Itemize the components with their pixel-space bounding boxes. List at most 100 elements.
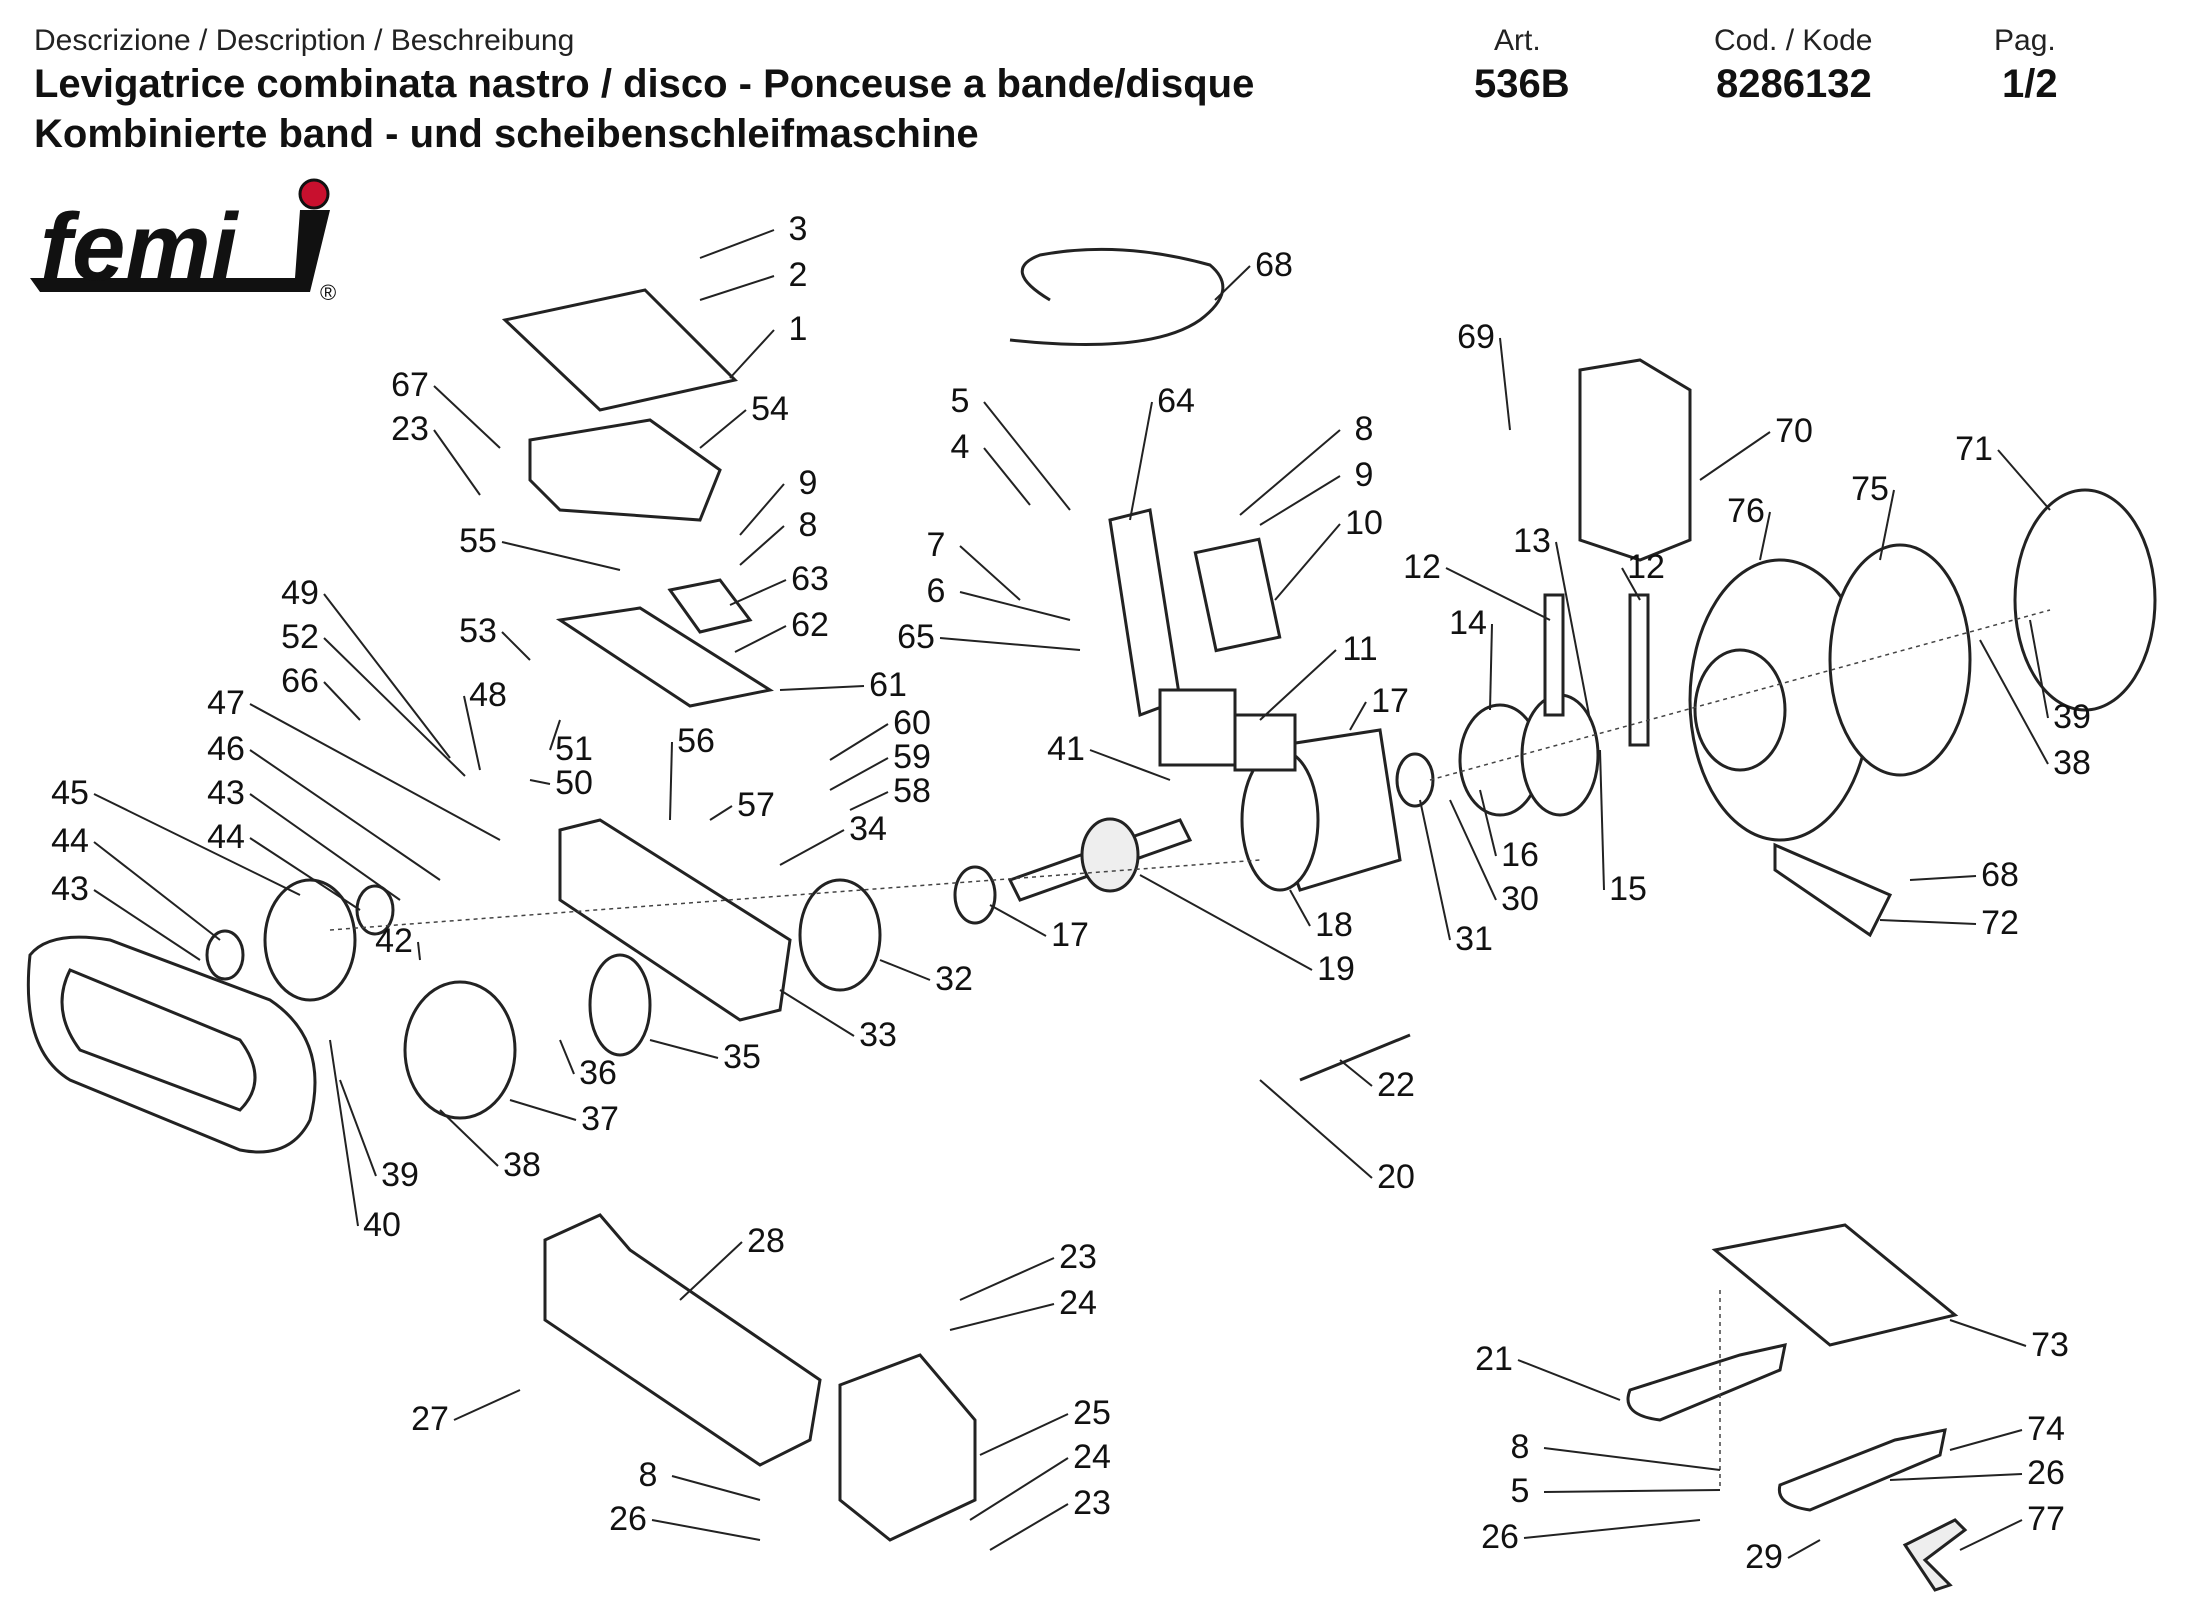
part-cover	[1773, 842, 1893, 938]
leader-line-c24a	[949, 1303, 1055, 1331]
callout-label-c39b: 39	[2053, 698, 2091, 736]
part-rotor	[1080, 817, 1140, 893]
part-disc-36	[588, 953, 652, 1057]
callout-label-c24a: 24	[1059, 1284, 1097, 1322]
leader-line-c20	[1259, 1079, 1373, 1179]
callout-label-c18: 18	[1315, 906, 1353, 944]
callout-label-c70: 70	[1775, 412, 1813, 450]
callout-label-c19: 19	[1317, 950, 1355, 988]
part-bracket	[528, 418, 722, 522]
leader-line-c9a	[739, 483, 785, 536]
leader-line-c9b	[1259, 475, 1341, 526]
leader-line-c39b	[2029, 619, 2049, 719]
leader-line-c36	[559, 1039, 575, 1075]
leader-line-c8d	[1543, 1447, 1721, 1471]
leader-line-c72	[1879, 919, 1977, 925]
leader-line-c23a	[433, 429, 481, 496]
callout-label-c16: 16	[1501, 836, 1539, 874]
leader-line-c70	[1699, 431, 1771, 481]
axis-line-disc	[1429, 609, 2051, 781]
art-value: 536B	[1474, 62, 1570, 106]
art-label: Art.	[1494, 24, 1541, 57]
callout-label-c75: 75	[1851, 470, 1889, 508]
logo-text: femi	[40, 194, 240, 301]
callout-label-c7: 7	[927, 526, 946, 564]
leader-line-c73	[1949, 1319, 2027, 1347]
leader-line-c38a	[439, 1109, 499, 1167]
callout-label-c20: 20	[1377, 1158, 1415, 1196]
leader-line-c46	[249, 749, 441, 881]
part-flange	[798, 878, 882, 992]
callout-label-c64: 64	[1157, 382, 1195, 420]
callout-label-c33: 33	[859, 1016, 897, 1054]
callout-label-c38a: 38	[503, 1146, 541, 1184]
part-sanding-disc	[1828, 543, 1972, 777]
callout-label-c26a: 26	[609, 1500, 647, 1538]
leader-line-c67	[433, 385, 501, 449]
part-abrasive-disc	[2013, 488, 2157, 712]
leader-line-c26c	[1523, 1519, 1701, 1539]
callout-label-c35: 35	[723, 1038, 761, 1076]
leader-line-c23b	[959, 1257, 1055, 1301]
leader-line-c64	[1129, 401, 1153, 521]
leader-line-c8a	[739, 525, 785, 566]
leader-line-c26a	[651, 1519, 761, 1541]
leader-line-c55	[501, 541, 621, 571]
title-line-2: Kombinierte band - und scheibenschleifma…	[34, 112, 979, 156]
callout-label-c6: 6	[927, 572, 946, 610]
callout-label-c51: 51	[555, 730, 593, 768]
leader-line-c42	[417, 941, 421, 961]
callout-label-c25: 25	[1073, 1394, 1111, 1432]
leader-line-c52	[323, 637, 466, 777]
callout-label-c12b: 12	[1627, 548, 1665, 586]
callout-label-c8b: 8	[1355, 410, 1374, 448]
logo-registered: ®	[320, 280, 336, 305]
callout-label-c5a: 5	[951, 382, 970, 420]
callout-label-c60: 60	[893, 704, 931, 742]
callout-label-c52: 52	[281, 618, 319, 656]
leader-line-c39a	[339, 1079, 377, 1177]
axis-line-main	[329, 859, 1261, 931]
leader-line-c22	[1339, 1059, 1373, 1087]
callout-label-c61: 61	[869, 666, 907, 704]
leader-line-c33	[779, 989, 855, 1037]
part-table-bracket-74	[1777, 1428, 1947, 1512]
part-table-plate	[501, 288, 738, 412]
leader-lines	[93, 229, 2051, 1559]
callout-label-c62: 62	[791, 606, 829, 644]
leader-line-c40	[329, 1039, 359, 1227]
code-label: Cod. / Kode	[1714, 24, 1873, 57]
callout-label-c42: 42	[375, 922, 413, 960]
leader-line-c27	[453, 1389, 521, 1421]
leader-line-c13	[1555, 541, 1591, 721]
leader-line-c54	[699, 409, 747, 449]
part-guard	[1578, 358, 1692, 562]
part-rod	[1299, 1033, 1411, 1082]
callout-label-c17b: 17	[1371, 682, 1409, 720]
leader-line-c32	[879, 959, 931, 981]
callout-label-c29: 29	[1745, 1538, 1783, 1576]
leader-line-c62	[734, 625, 787, 653]
callout-label-c40: 40	[363, 1206, 401, 1244]
leader-line-c24b	[969, 1457, 1069, 1521]
callout-label-c63: 63	[791, 560, 829, 598]
leader-line-c51	[549, 719, 561, 751]
callout-label-c59: 59	[893, 738, 931, 776]
part-table-bracket-21	[1626, 1343, 1787, 1422]
leader-line-c4	[983, 447, 1031, 506]
callout-label-c4: 4	[951, 428, 970, 466]
leader-line-c57	[709, 805, 733, 821]
part-frame	[558, 818, 792, 1022]
callout-label-c55: 55	[459, 522, 497, 560]
logo-swoosh-icon	[30, 210, 330, 292]
part-end-cover	[838, 1353, 977, 1542]
callout-label-c10: 10	[1345, 504, 1383, 542]
callout-label-c58: 58	[893, 772, 931, 810]
leader-line-c16	[1479, 789, 1497, 857]
leader-line-c8b	[1239, 429, 1341, 516]
leader-line-c63	[729, 579, 787, 606]
callout-label-c46: 46	[207, 730, 245, 768]
part-power-cord	[1009, 247, 1225, 346]
